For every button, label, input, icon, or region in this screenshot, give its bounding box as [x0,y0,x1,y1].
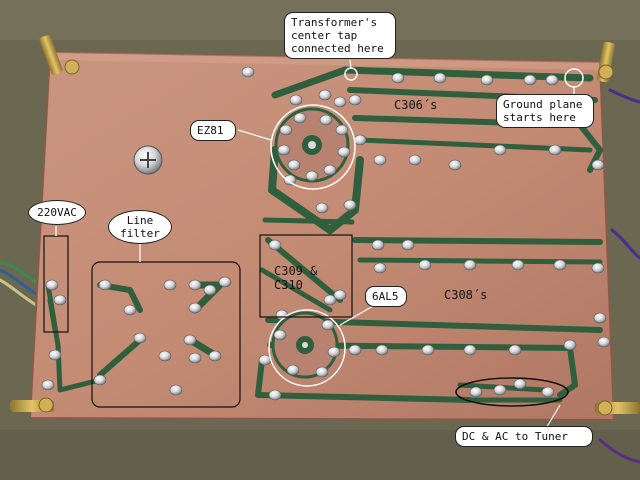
solder-joint [188,279,202,291]
solder-joint [203,284,217,296]
wires [0,88,640,464]
solder-joint [511,259,525,271]
solder-joint [545,74,559,86]
solder-joint [469,386,483,398]
6al5-callout: 6AL5 [365,286,407,307]
solder-joint [163,279,177,291]
solder-joint [53,294,67,306]
solder-joint [333,96,347,108]
solder-joint [305,170,319,182]
solder-joint [283,174,297,186]
solder-joints [41,66,611,401]
solder-joint [268,389,282,401]
solder-joint [493,384,507,396]
solder-joint [327,346,341,358]
solder-joint [480,74,494,86]
solder-joint [277,144,291,156]
solder-joint [48,349,62,361]
solder-joint [287,159,301,171]
solder-joint [183,334,197,346]
solder-joint [591,159,605,171]
solder-joint [353,134,367,146]
solder-joint [123,304,137,316]
solder-joint [333,289,347,301]
c309-c310-label: C309 & C310 [274,264,318,292]
solder-joint [335,124,349,136]
mounting-screw [133,145,163,175]
solder-joint [593,312,607,324]
solder-joint [597,336,611,348]
annotation-shapes [268,67,584,407]
solder-joint [323,164,337,176]
c306-label: C306´s [394,98,438,112]
solder-joint [401,239,415,251]
solder-joint [321,319,335,331]
solder-joint [188,302,202,314]
solder-joint [315,366,329,378]
solder-joint [41,379,55,391]
solder-joint [508,344,522,356]
line-filter-callout: Line filter [108,210,172,244]
ez81-socket [274,107,350,183]
solder-joint [133,332,147,344]
solder-joint [169,384,183,396]
solder-joint [348,344,362,356]
ground-plane-callout: Ground plane starts here [496,94,594,128]
solder-joint [158,350,172,362]
solder-joint [289,94,303,106]
solder-joint [408,154,422,166]
solder-joint [343,199,357,211]
solder-joint [541,386,555,398]
solder-joint [448,159,462,171]
solder-joint [273,329,287,341]
tuner-callout: DC & AC to Tuner [455,426,593,447]
solder-joint [279,124,293,136]
solder-joint [523,74,537,86]
solder-joint [553,259,567,271]
solder-joint [241,66,255,78]
solder-joint [208,350,222,362]
220vac-callout: 220VAC [28,200,86,225]
solder-joint [591,262,605,274]
solder-joint [373,262,387,274]
ez81-callout: EZ81 [190,120,236,141]
solder-joint [93,374,107,386]
c308-label: C308´s [444,288,488,302]
solder-joint [563,339,577,351]
transformer-tap-callout: Transformer's center tap connected here [284,12,396,59]
solder-joint [513,378,527,390]
solder-joint [315,202,329,214]
solder-joint [268,239,282,251]
solder-joint [391,72,405,84]
solder-joint [348,94,362,106]
solder-joint [286,364,300,376]
solder-joint [323,294,337,306]
solder-joint [98,279,112,291]
solder-joint [493,144,507,156]
solder-joint [463,344,477,356]
solder-joint [548,144,562,156]
solder-joint [188,352,202,364]
solder-joint [463,259,477,271]
solder-joint [318,89,332,101]
solder-joint [373,154,387,166]
solder-joint [293,112,307,124]
solder-joint [337,146,351,158]
solder-joint [371,239,385,251]
solder-joint [421,344,435,356]
solder-joint [418,259,432,271]
standoffs [10,34,640,416]
6al5-socket [271,311,339,379]
solder-joint [375,344,389,356]
solder-joint [45,279,59,291]
solder-joint [433,72,447,84]
solder-joint [319,114,333,126]
solder-joint [218,276,232,288]
